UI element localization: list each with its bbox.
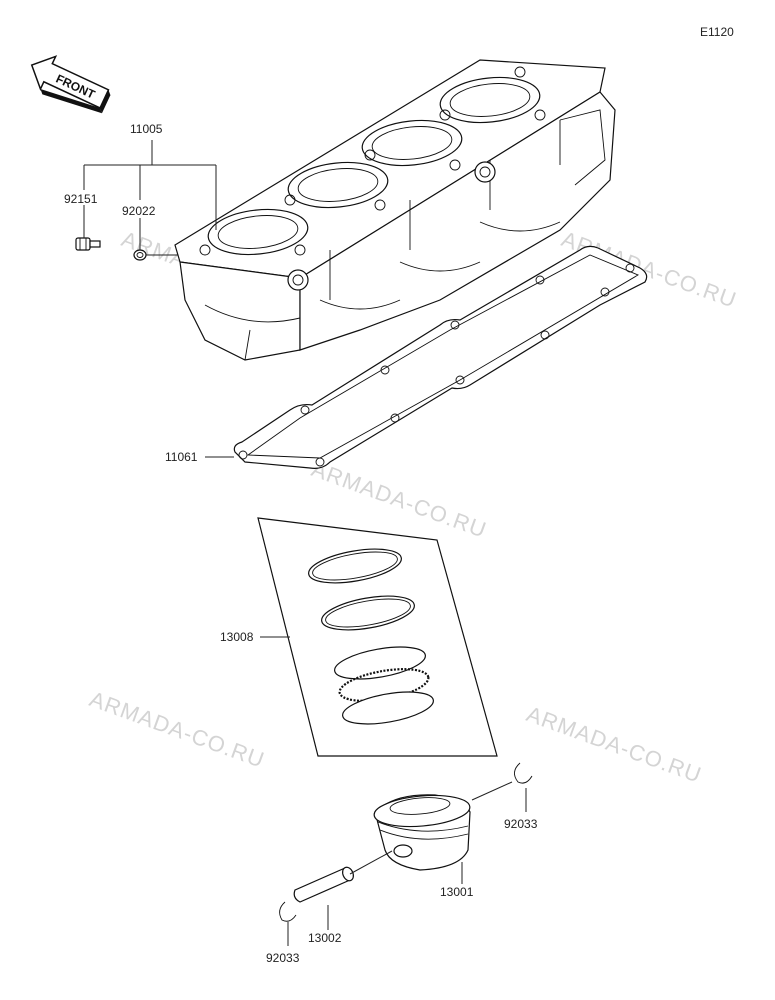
piston-ring-set[interactable] [257, 517, 498, 757]
piston[interactable] [373, 792, 471, 871]
front-arrow-icon: FRONT [30, 55, 111, 114]
piston-pin[interactable] [293, 866, 355, 903]
label-92033-left: 92033 [266, 951, 300, 965]
cylinder-gasket[interactable] [233, 245, 648, 469]
snap-ring-right[interactable] [514, 762, 533, 784]
watermark-4: ARMADA-CO.RU [86, 686, 268, 773]
callout-11005: 11005 [83, 122, 217, 256]
label-92033-right: 92033 [504, 817, 538, 831]
label-92151: 92151 [64, 192, 98, 206]
label-13001: 13001 [440, 885, 474, 899]
page-code: E1120 [700, 25, 734, 39]
label-11061: 11061 [165, 450, 198, 464]
label-13002: 13002 [308, 931, 342, 945]
label-92022: 92022 [122, 204, 156, 218]
label-13008: 13008 [220, 630, 254, 644]
label-11005: 11005 [130, 122, 163, 136]
washer-92022[interactable] [133, 249, 147, 261]
cylinder-block[interactable] [174, 59, 616, 361]
bolt-92151[interactable] [75, 237, 101, 251]
snap-ring-left[interactable] [279, 901, 297, 922]
watermark-5: ARMADA-CO.RU [523, 701, 705, 788]
